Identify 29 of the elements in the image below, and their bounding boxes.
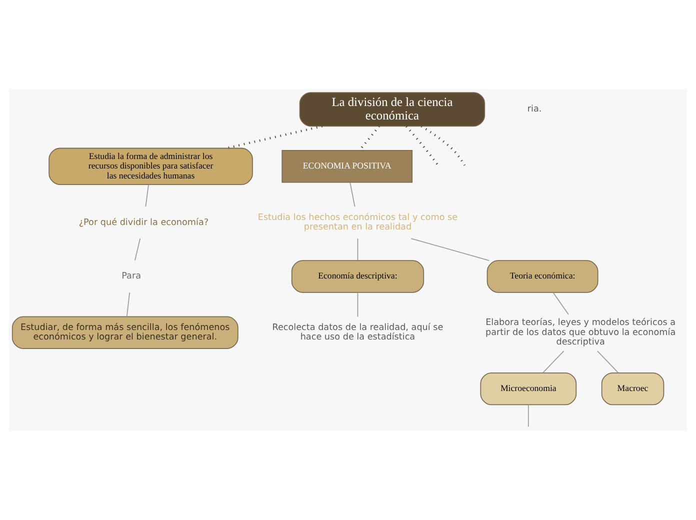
- connector: [145, 184, 149, 207]
- connector: [596, 350, 619, 374]
- node-box: Estudia la forma de administrar los recursos disponibles para satisfacer las necesidades humanas: [48, 148, 253, 185]
- node-text: Estudia los hechos económicos tal y como se presentan en la realidad: [258, 212, 458, 233]
- connector: [420, 125, 466, 166]
- node-box: Microeconomia: [480, 372, 577, 406]
- node-box: Economía descriptiva:: [291, 260, 424, 293]
- label: ria.: [527, 104, 542, 115]
- connector: [357, 292, 358, 318]
- node-box: La división de la ciencia económica: [299, 92, 486, 127]
- connector: [358, 126, 380, 151]
- node-box: Estudiar, de forma más sencilla, los fenómenos económicos y lograr el bienestar general.: [12, 316, 238, 349]
- connector: [126, 292, 130, 318]
- connector: [134, 238, 141, 261]
- node-box: Teoria económica:: [486, 260, 598, 293]
- connector: [542, 350, 564, 374]
- connector: [528, 404, 529, 428]
- node-box: ECONOMIA POSITIVA: [282, 150, 413, 183]
- connector: [552, 292, 569, 315]
- node-box: Macroec: [601, 372, 664, 406]
- connector: [357, 238, 358, 261]
- node-text: Recolecta datos de la realidad, aquí se hace uso de la estadística: [272, 322, 444, 343]
- node-text: Elabora teorías, leyes y modelos teóricos a partir de los datos que obtuvo la economía descriptiva: [486, 318, 676, 348]
- node-text: ¿Por qué dividir la economía?: [78, 218, 209, 228]
- node-text: Para: [122, 272, 142, 282]
- connector: [350, 182, 356, 208]
- connector: [226, 125, 323, 150]
- connector: [410, 238, 490, 261]
- connector: [406, 126, 440, 166]
